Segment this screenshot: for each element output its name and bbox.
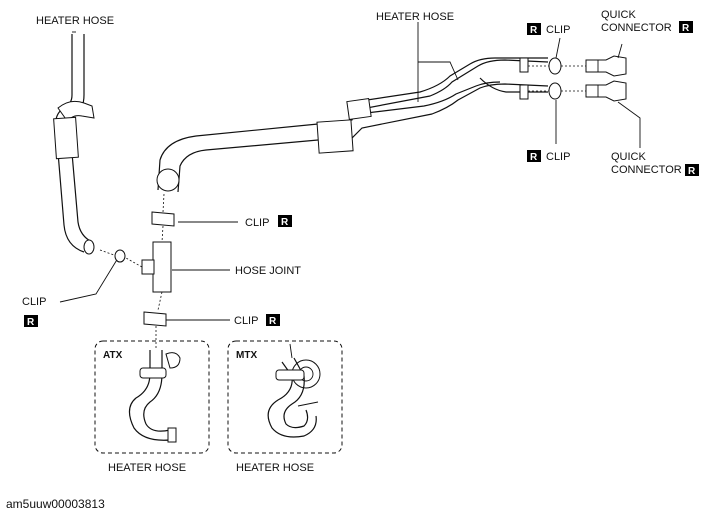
r-badge-text: R [530,152,538,163]
footer-code: am5uuw00003813 [6,497,105,511]
r-badge-text: R [27,317,35,328]
r-badge-text: R [682,23,690,34]
label-heater-hose-atx: HEATER HOSE [108,462,186,474]
label-clip-lower-mid: CLIP [234,315,258,327]
label-hose-joint: HOSE JOINT [235,265,301,277]
label-clip-top: CLIP [546,24,570,36]
r-badge-text: R [269,316,277,327]
r-badge-qc-top [679,21,693,33]
label-quick-connector-bottom-1: QUICK [611,151,647,163]
mtx-box [227,340,343,454]
label-clip-left: CLIP [22,296,46,308]
r-badge-qc-bottom [685,164,699,176]
r-badge-text: R [530,25,538,36]
label-mtx: MTX [236,350,257,361]
left-heater-hose [53,34,95,255]
r-badge-text: R [281,217,289,228]
main-heater-hose [156,57,549,193]
label-atx: ATX [103,350,123,361]
label-quick-connector-top-1: QUICK [601,9,637,21]
leader-lines [59,22,641,359]
label-clip-upper-mid: CLIP [245,217,269,229]
label-heater-hose-mtx: HEATER HOSE [236,462,314,474]
label-quick-connector-top-2: CONNECTOR [601,22,672,34]
top-right-assembly [528,55,627,102]
label-clip-right: CLIP [546,151,570,163]
hose-joint-assembly [99,193,175,348]
r-badge-clip-lower-mid [266,314,280,326]
label-quick-connector-bottom-2: CONNECTOR [611,164,682,176]
r-badge-clip-top [527,23,541,35]
r-badge-text: R [688,166,696,177]
atx-box [94,340,210,454]
r-badge-clip-left [24,315,38,327]
r-badge-clip-upper-mid [278,215,292,227]
label-heater-hose-top: HEATER HOSE [376,11,454,23]
r-badge-clip-right [527,150,541,162]
label-heater-hose-left: HEATER HOSE [36,15,114,27]
